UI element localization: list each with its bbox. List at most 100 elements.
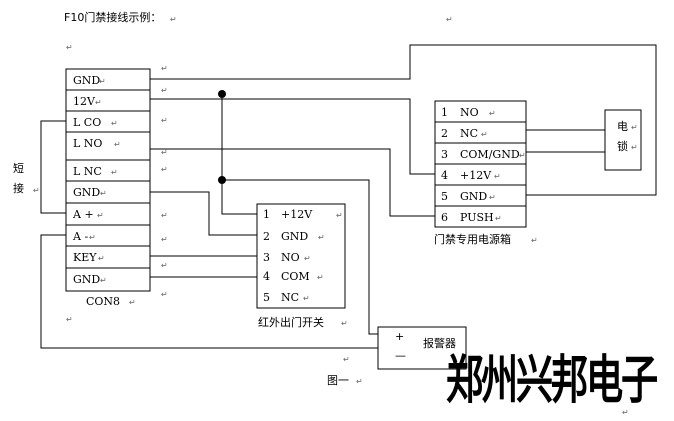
power-supply-block: 1 NO 2 NC 3 COM/GND 4 +12V 5 GND 6 PUSH … [434,100,527,246]
paragraph-mark: ↵ [161,261,168,270]
ir-pin3-name: NO [281,251,300,264]
paragraph-mark: ↵ [161,211,168,220]
short-label-line1: 短 [13,161,24,175]
wire-short-link [40,120,66,214]
paragraph-mark: ↵ [317,273,324,282]
con8-pin-gnd-1: GND [73,74,100,87]
paragraph-mark: ↵ [95,98,102,107]
paragraph-mark: ↵ [100,276,107,285]
ps-pin1-name: NO [460,106,479,119]
wire-gnd-to-psu-gnd [150,44,657,196]
junction-dot-alarm [218,176,226,184]
paragraph-mark: ↵ [343,355,350,364]
con8-pin-gnd-2: GND [73,186,100,199]
ps-pin1-num: 1 [441,106,448,119]
paragraph-mark: ↵ [161,235,168,244]
con8-pin-lnc: L NC [73,165,102,178]
ir-pin5-name: NC [281,291,299,304]
paragraph-mark: ↵ [161,290,168,299]
paragraph-mark: ↵ [531,236,538,245]
lock-label-line2: 锁 [617,139,628,153]
wire-12v-to-psu-12v [150,98,435,175]
paragraph-mark: ↵ [97,211,104,220]
paragraph-mark: ↵ [100,189,107,198]
paragraph-mark: ↵ [170,15,177,24]
ir-pin4-name: COM [281,270,310,283]
ir-pin1-num: 1 [263,208,270,221]
ps-pin2-name: NC [460,127,478,140]
ir-switch-block: 1 +12V 2 GND 3 NO 4 COM 5 NC 红外出门开关 [256,203,346,329]
ps-pin5-name: GND [460,190,487,203]
ps-pin3-num: 3 [441,148,448,161]
con8-pin-lco: L CO [73,116,101,129]
wire-12v-to-ir-12v [221,94,257,215]
paragraph-mark: ↵ [622,408,629,417]
alarm-minus-sign: — [395,349,406,362]
paragraph-mark: ↵ [111,119,118,128]
con8-pin-gnd-3: GND [73,273,100,286]
paragraph-mark: ↵ [494,172,501,181]
paragraph-mark: ↵ [519,151,526,160]
paragraph-mark: ↵ [161,148,168,157]
paragraph-mark: ↵ [66,43,73,52]
paragraph-mark: ↵ [318,233,325,242]
wire-aminus-to-alarm-minus [40,234,378,349]
ps-pin2-num: 2 [441,127,448,140]
paragraph-mark: ↵ [631,123,638,132]
paragraph-mark: ↵ [161,116,168,125]
ir-pin2-name: GND [281,230,308,243]
paragraph-mark: ↵ [161,165,168,174]
wires [40,44,657,349]
paragraph-marks: ↵ ↵ ↵ ↵ ↵ ↵ ↵ ↵ ↵ ↵ ↵ ↵ ↵ ↵ ↵ ↵ ↵ ↵ ↵ ↵ … [33,15,638,417]
ps-pin3-name: COM/GND [460,148,520,161]
con8-pin-a-minus: A - [72,230,88,243]
paragraph-mark: ↵ [495,214,502,223]
paragraph-mark: ↵ [446,15,453,24]
electric-lock-frame [604,109,642,171]
paragraph-mark: ↵ [336,211,343,220]
alarm-label: 报警器 [423,336,456,350]
paragraph-mark: ↵ [304,254,311,263]
junction-dot-12v [218,90,226,98]
ir-pin4-num: 4 [263,270,270,283]
paragraph-mark: ↵ [129,298,136,307]
paragraph-mark: ↵ [161,64,168,73]
paragraph-mark: ↵ [631,143,638,152]
wire-12v-to-alarm-plus [222,179,378,335]
paragraph-mark: ↵ [89,233,96,242]
paragraph-mark: ↵ [341,319,348,328]
con8-pin-key: KEY [73,251,97,264]
short-label-line2: 接 [13,182,24,195]
paragraph-mark: ↵ [161,86,168,95]
ir-pin5-num: 5 [263,291,270,304]
figure-label: 图一 [327,374,349,387]
paragraph-mark: ↵ [66,315,73,324]
ps-pin6-name: PUSH [460,211,494,224]
power-supply-label: 门禁专用电源箱 [434,232,511,246]
paragraph-mark: ↵ [356,377,363,386]
con8-block: GND 12V L CO L NO L NC GND A + A - KEY G… [65,68,151,308]
ps-pin5-num: 5 [441,190,448,203]
paragraph-mark: ↵ [99,77,106,86]
paragraph-mark: ↵ [98,254,105,263]
con8-label: CON8 [86,295,120,308]
ps-pin4-name: +12V [460,169,492,182]
lock-label-line1: 电 [617,120,628,133]
paragraph-mark: ↵ [303,294,310,303]
paragraph-mark: ↵ [111,168,118,177]
alarm-plus-sign: + [395,330,404,343]
paragraph-mark: ↵ [481,130,488,139]
ir-pin2-num: 2 [263,230,270,243]
ps-pin4-num: 4 [441,169,448,182]
wire-gnd-to-ir-gnd [150,191,257,236]
ir-switch-label: 红外出门开关 [258,315,324,329]
diagram-title: F10门禁接线示例： [64,10,161,24]
wire-lno-to-psu-push [150,148,435,217]
ir-pin3-num: 3 [263,251,270,264]
electric-lock-block: 电 锁 [604,109,642,171]
con8-frame [65,68,151,292]
con8-pin-a-plus: A + [72,208,94,221]
con8-pin-12v: 12V [73,95,96,108]
